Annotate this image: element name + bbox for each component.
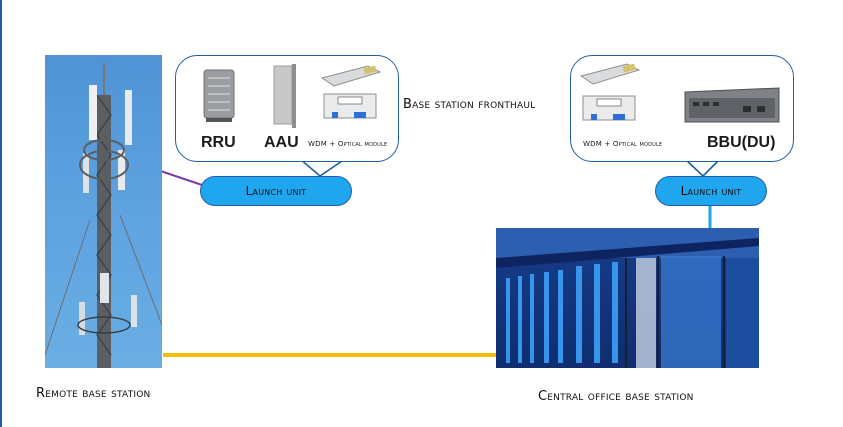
remote-base-station-caption: Remote base station: [36, 386, 151, 401]
antenna-panel: [89, 85, 97, 140]
aau-antenna-icon: [273, 64, 296, 128]
bbu-chassis-icon: [684, 87, 780, 123]
bbu-du-label: BBU(DU): [707, 134, 776, 151]
optical-module-icon: [579, 63, 641, 85]
data-center-photo: [496, 228, 759, 368]
central-office-caption: Central office base station: [538, 389, 694, 404]
remote-launch-unit-label: Launch unit: [245, 184, 307, 198]
remote-equipment-callout: RRU AAU WDM + Optical module: [175, 55, 399, 162]
wdm-module-icon: [323, 93, 377, 119]
aau-label: AAU: [264, 134, 299, 151]
wdm-optical-module-label: WDM + Optical module: [308, 140, 388, 148]
rru-device-icon: [203, 69, 235, 122]
diagram-title: Base station fronthaul: [403, 97, 536, 112]
cell-tower-photo: [45, 55, 162, 368]
remote-launch-unit: Launch unit: [200, 176, 352, 206]
left-border-rule: [0, 0, 2, 427]
rru-label: RRU: [201, 134, 236, 151]
optical-module-icon: [320, 65, 382, 87]
central-launch-unit-label: Launch unit: [680, 184, 742, 198]
wdm-module-icon: [582, 95, 636, 121]
central-equipment-callout: WDM + Optical module BBU(DU): [570, 55, 794, 162]
wdm-optical-module-label: WDM + Optical module: [583, 140, 663, 148]
central-launch-unit: Launch unit: [655, 176, 767, 206]
